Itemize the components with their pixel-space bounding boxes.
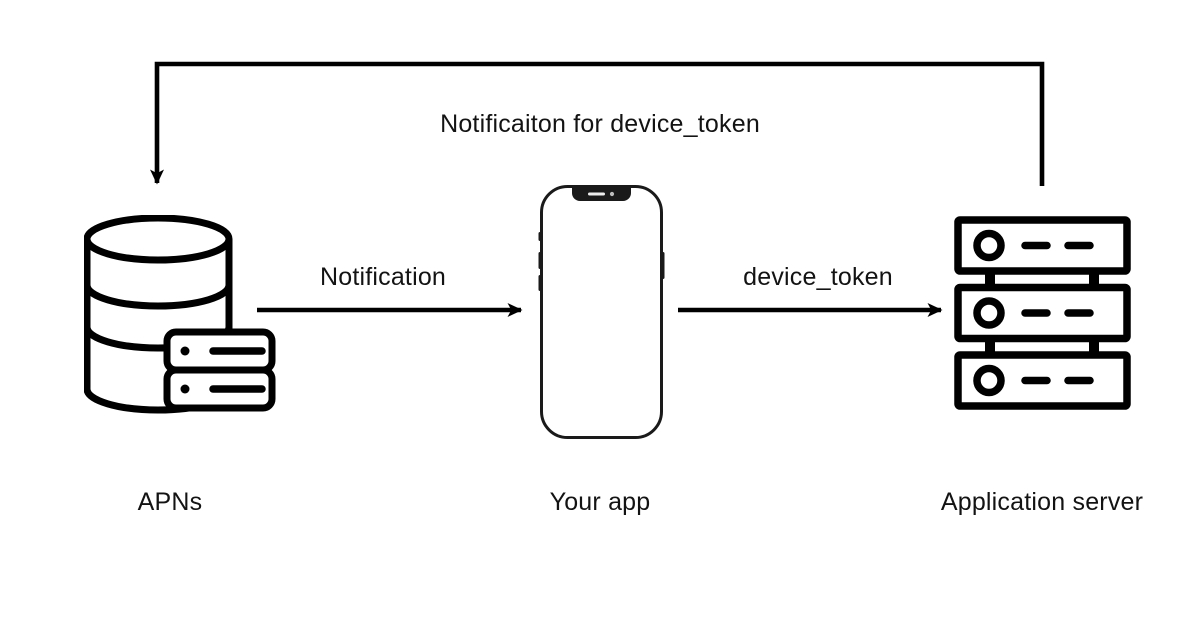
- edge-label-notification: Notification: [319, 263, 447, 291]
- server-rack-icon: [954, 216, 1131, 410]
- node-label-application-server: Application server: [940, 488, 1144, 516]
- database-icon: [84, 215, 276, 414]
- edge-server-to-apns: [150, 61, 1045, 186]
- node-label-apns: APNs: [137, 488, 203, 516]
- smartphone-icon: [538, 185, 665, 439]
- edge-label-notification-for-device-token: Notificaiton for device_token: [440, 110, 760, 138]
- edge-label-device-token: device_token: [743, 263, 893, 291]
- node-label-your-app: Your app: [549, 488, 651, 516]
